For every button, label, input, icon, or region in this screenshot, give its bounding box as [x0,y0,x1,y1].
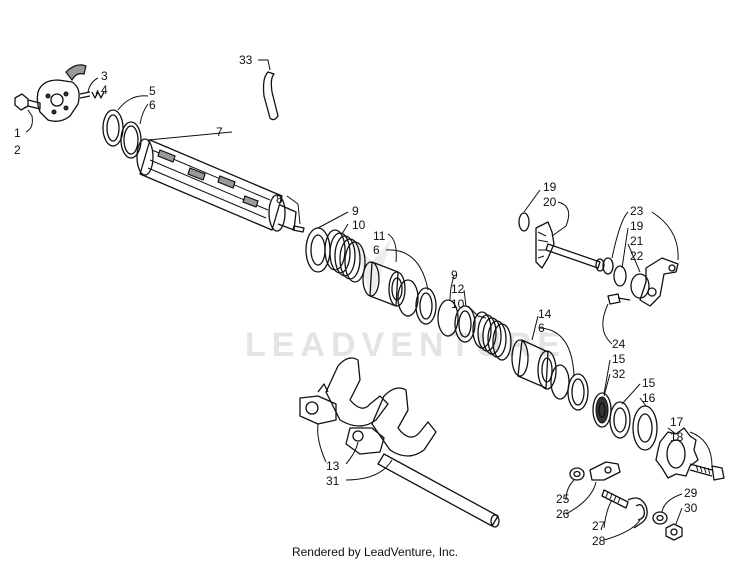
part-24-bolt [607,293,631,305]
part-33-cotter-pin [262,71,279,121]
part-14-sleeve [511,339,557,390]
part-13-shift-fork-right [345,387,437,457]
callout-6-middle: 6 [373,243,380,257]
callout-20: 20 [543,195,557,209]
callout-32: 32 [612,367,626,381]
callout-10-b: 10 [451,297,465,311]
callout-7: 7 [216,125,223,139]
part-1-2-stopper-plate [14,64,87,122]
leader-lines [25,59,713,541]
callout-17: 17 [670,415,684,429]
callout-11: 11 [373,229,386,243]
callout-8: 8 [276,192,283,206]
callout-31: 31 [326,474,340,488]
part-15-32-bearing [592,392,612,428]
part-21-22-23-shift-arm [602,257,679,307]
callout-19-b: 19 [630,219,644,233]
callout-18: 18 [670,430,684,444]
part-7-shift-drum [136,138,297,232]
part-31-fork-shaft [377,453,500,528]
callout-6-right: 6 [538,321,545,335]
callout-29: 29 [684,486,698,500]
callout-26: 26 [556,507,570,521]
callout-25: 25 [556,492,570,506]
callout-6-top: 6 [149,98,156,112]
callout-23: 23 [630,204,644,218]
callout-12: 12 [451,282,465,296]
callout-3: 3 [101,69,108,83]
callout-15-a: 15 [612,352,626,366]
callout-28: 28 [592,534,606,548]
callout-24: 24 [612,337,626,351]
part-29-30-nut [652,511,683,541]
callout-30: 30 [684,501,698,515]
part-15-16-washers [609,401,658,451]
callout-13: 13 [326,459,340,473]
part-27-28-pin-spring [601,489,648,529]
callout-16: 16 [642,391,656,405]
callout-5: 5 [149,84,156,98]
part-6-ring-middle [397,279,437,325]
callout-19-a: 19 [543,180,557,194]
callout-21: 21 [630,234,644,248]
part-9-12-10-washer-spring [437,299,512,361]
part-9-10-washer-spring [305,227,366,283]
part-11-sleeve [362,261,406,307]
callout-2: 2 [14,143,21,157]
part-25-26-link [569,461,621,481]
callout-33: 33 [239,53,253,67]
watermark-text: LEADVENTURE [245,326,566,364]
part-5-6-rings [102,109,142,159]
part-6-ring-right [550,364,589,411]
callout-1: 1 [14,126,21,140]
callout-22: 22 [630,249,644,263]
part-17-18-gear-bolt [655,427,725,481]
part-3-4-pin-spring [79,91,105,99]
callout-9-a: 9 [352,204,359,218]
callout-14: 14 [538,307,552,321]
callout-numbers: 1 2 3 4 5 6 7 8 33 9 10 11 6 9 12 10 14 … [14,53,698,548]
callout-10-a: 10 [352,218,366,232]
part-19-20-shift-shaft [518,212,605,272]
part-8-pin [292,225,305,233]
part-13-shift-fork-left [299,357,389,427]
callout-4: 4 [101,83,108,97]
rendered-by-footer: Rendered by LeadVenture, Inc. [291,545,459,559]
callout-27: 27 [592,519,606,533]
callout-9-b: 9 [451,268,458,282]
callout-15-b: 15 [642,376,656,390]
